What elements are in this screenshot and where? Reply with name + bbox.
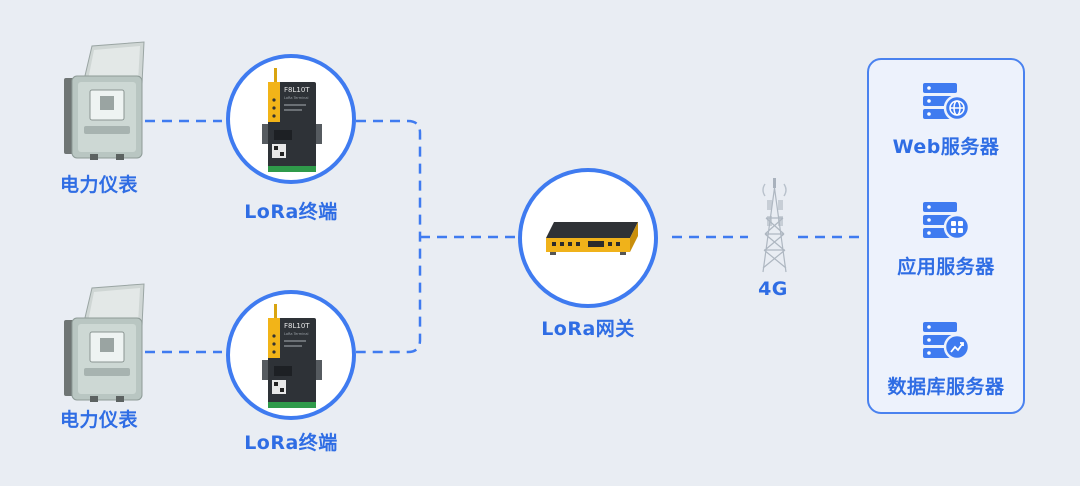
gateway-circle — [518, 168, 658, 308]
app-server-icon — [923, 202, 971, 241]
meter-top-label: 电力仪表 — [59, 174, 139, 196]
power-meter-bottom-image — [64, 283, 145, 402]
lora-terminal-bottom-image: F8L10T LoRa Terminal — [262, 304, 322, 408]
terminal-bottom-model: F8L10T — [284, 322, 310, 330]
terminal-top-label: LoRa终端 — [244, 201, 338, 223]
terminal-bottom-circle: F8L10T LoRa Terminal — [226, 290, 356, 420]
meter-bottom-label: 电力仪表 — [59, 409, 139, 431]
terminal-top-model: F8L10T — [284, 86, 310, 94]
power-meter-top-image — [64, 41, 145, 160]
terminal-top-circle: F8L10T LoRa Terminal — [226, 54, 356, 184]
terminal-bottom-sub: LoRa Terminal — [284, 332, 308, 336]
network-label: 4G — [758, 278, 788, 300]
app-grid-icon — [951, 221, 963, 233]
database-server-label: 数据库服务器 — [887, 376, 1005, 398]
chart-icon — [950, 342, 964, 353]
terminal-top-sub: LoRa Terminal — [284, 96, 308, 100]
database-server-icon — [923, 322, 971, 361]
web-server-icon — [923, 83, 971, 122]
cell-tower-icon — [762, 178, 787, 273]
app-server-label: 应用服务器 — [897, 256, 995, 278]
terminal-bottom-label: LoRa终端 — [244, 432, 338, 454]
web-server-label: Web服务器 — [892, 136, 1000, 158]
gateway-label: LoRa网关 — [541, 318, 635, 340]
globe-icon — [949, 100, 965, 116]
lora-terminal-top-image: F8L10T LoRa Terminal — [262, 68, 322, 172]
lora-gateway-image — [546, 222, 638, 255]
link-terminals-trunk — [356, 119, 422, 354]
